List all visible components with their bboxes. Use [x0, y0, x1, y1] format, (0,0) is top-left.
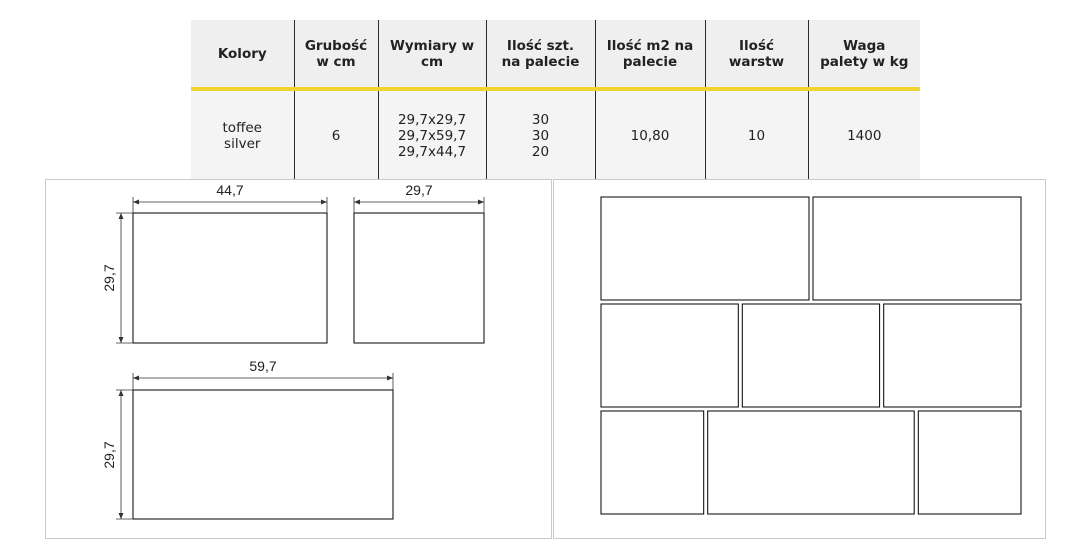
dimension-line-top-left-width: [132, 197, 328, 213]
dimension-label-top-height: 29,7: [101, 264, 117, 291]
cell-thickness: 6: [293, 89, 378, 180]
dimension-drawing: 44,7 29,7 29,7 59,7: [101, 182, 485, 520]
pattern-tile-r3-c1: [600, 410, 705, 515]
pattern-tile-r3-c2: [707, 410, 915, 515]
pattern-tile-r3-c3: [917, 410, 1022, 515]
dimension-line-bottom-width: [132, 373, 394, 390]
dimension-label-top-left-width: 44,7: [216, 182, 243, 198]
dimension-label-bottom-width: 59,7: [249, 358, 276, 374]
tile-29-7-x-29-7: [353, 212, 485, 344]
dimension-label-top-right-width: 29,7: [405, 182, 432, 198]
dimension-label-bottom-height: 29,7: [101, 441, 117, 468]
dimension-line-top-height: [116, 212, 133, 344]
pattern-tile-r2-c2: [741, 303, 881, 408]
cell-m2-per-pallet: 10,80: [594, 89, 705, 180]
tile-44-7-x-29-7: [132, 212, 328, 344]
cell-layers: 10: [704, 89, 808, 180]
laying-pattern: [600, 196, 1022, 515]
laying-pattern-panel: [553, 179, 1046, 539]
cell-pallet-weight: 1400: [807, 89, 920, 180]
pattern-tile-r2-c1: [600, 303, 739, 408]
pattern-tile-r1-c2: [812, 196, 1022, 301]
header-colors: Kolory: [191, 20, 294, 91]
pattern-tile-r1-c1: [600, 196, 810, 301]
header-pieces-per-pallet: Ilość szt.na palecie: [485, 20, 595, 91]
tile-59-7-x-29-7: [132, 389, 394, 520]
pattern-tile-r2-c3: [883, 303, 1022, 408]
dimension-line-top-right-width: [353, 197, 485, 213]
dimension-drawing-panel: 44,7 29,7 29,7 59,7: [45, 179, 552, 539]
dimension-line-bottom-height: [116, 389, 133, 520]
